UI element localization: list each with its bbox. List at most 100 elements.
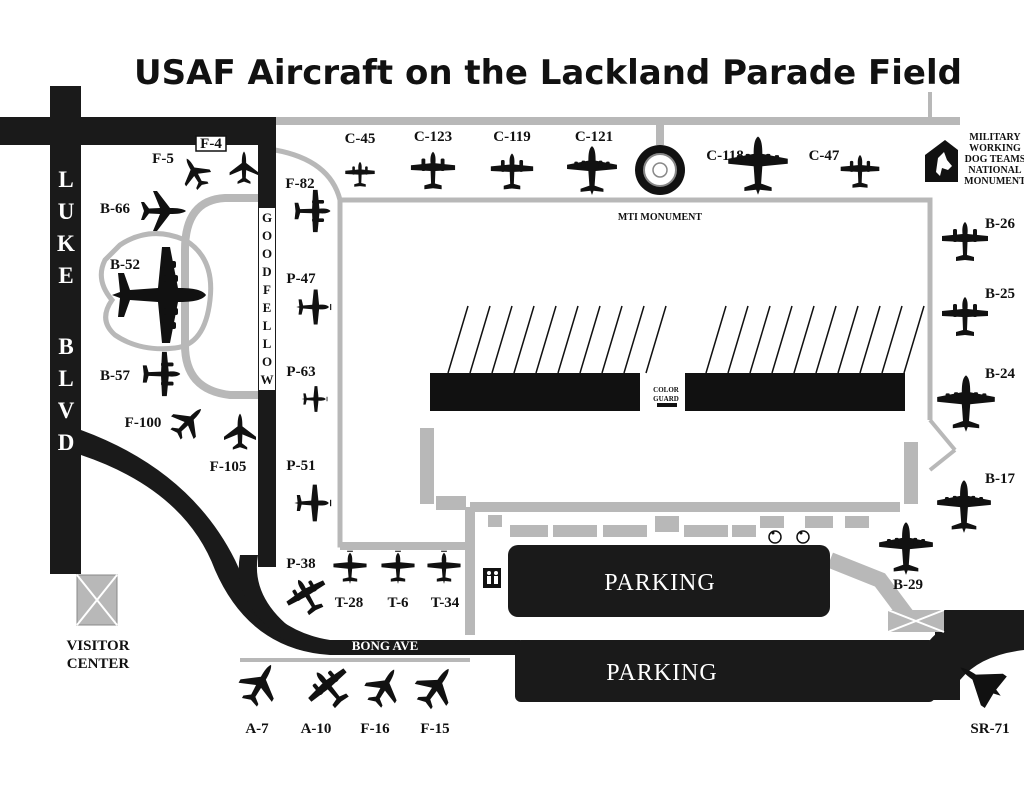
airplane-silhouette-icon — [301, 386, 328, 412]
b26-label: B-26 — [985, 216, 1016, 232]
f4-aircraft[interactable] — [229, 151, 259, 184]
airplane-silhouette-icon — [942, 297, 988, 336]
c123-label: C-123 — [414, 129, 452, 145]
dog-teams-label-1: MILITARY — [969, 132, 1021, 143]
airplane-silhouette-icon — [229, 151, 259, 184]
a10-label: A-10 — [301, 721, 332, 737]
airplane-silhouette-icon — [174, 151, 216, 194]
airplane-silhouette-icon — [164, 397, 213, 446]
svg-text:V: V — [58, 398, 75, 423]
a7-aircraft[interactable]: A-7 — [232, 655, 288, 737]
t6-label: T-6 — [387, 595, 409, 611]
airplane-silhouette-icon — [232, 655, 288, 712]
t6-aircraft[interactable]: T-6 — [381, 550, 415, 611]
p63-aircraft[interactable]: P-63 — [286, 364, 328, 412]
bleachers — [420, 428, 918, 537]
f5-aircraft[interactable]: F-5 — [152, 151, 216, 194]
airplane-silhouette-icon — [567, 146, 617, 195]
b29-aircraft[interactable]: B-29 — [879, 522, 933, 593]
airplane-silhouette-icon — [410, 151, 456, 190]
parking-label-bottom: PARKING — [606, 660, 717, 686]
svg-text:D: D — [58, 430, 75, 455]
svg-text:E: E — [263, 300, 272, 315]
airplane-silhouette-icon — [408, 657, 465, 716]
f105-aircraft[interactable]: F-105 — [210, 413, 256, 475]
c45-aircraft[interactable]: C-45 — [345, 131, 376, 187]
b66-label: B-66 — [100, 201, 131, 217]
svg-text:O: O — [262, 228, 272, 243]
a10-aircraft[interactable]: A-10 — [299, 657, 360, 737]
b52-aircraft[interactable]: B-52 — [110, 247, 206, 343]
b24-aircraft[interactable]: B-24 — [937, 366, 1016, 432]
b29-label: B-29 — [893, 577, 923, 593]
svg-text:F: F — [263, 282, 271, 297]
visitor-center[interactable]: VISITOR CENTER — [66, 574, 130, 672]
b25-aircraft[interactable]: B-25 — [942, 286, 1015, 336]
svg-text:U: U — [58, 199, 75, 224]
svg-text:B: B — [58, 334, 73, 359]
airplane-silhouette-icon — [142, 351, 181, 397]
c118-aircraft[interactable]: C-118 — [706, 136, 788, 195]
f16-aircraft[interactable]: F-16 — [359, 660, 410, 737]
f4-label-box — [195, 135, 227, 152]
airplane-silhouette-icon — [942, 222, 988, 261]
c119-label: C-119 — [493, 129, 531, 145]
airplane-silhouette-icon — [296, 289, 332, 325]
b29-shelter — [887, 609, 945, 633]
guidon-lines — [447, 305, 925, 374]
airplane-silhouette-icon — [294, 484, 332, 522]
dog-teams-monument[interactable]: MILITARY WORKING DOG TEAMS NATIONAL MONU… — [925, 132, 1024, 187]
b57-aircraft[interactable]: B-57 — [100, 351, 181, 397]
airplane-silhouette-icon — [279, 569, 335, 622]
p38-aircraft[interactable]: P-38 — [279, 556, 335, 622]
sr71-aircraft[interactable]: SR-71 — [949, 651, 1012, 737]
f15-aircraft[interactable]: F-15 — [408, 657, 465, 737]
mti-monument-label: MTI MONUMENT — [618, 212, 702, 223]
c123-aircraft[interactable]: C-123 — [410, 129, 456, 190]
f16-label: F-16 — [360, 721, 390, 737]
t34-label: T-34 — [431, 595, 460, 611]
t34-aircraft[interactable]: T-34 — [427, 550, 461, 611]
c47-label: C-47 — [809, 148, 840, 164]
c121-label: C-121 — [575, 129, 613, 145]
p63-label: P-63 — [286, 364, 315, 380]
b52-label: B-52 — [110, 257, 140, 273]
dog-head-icon — [936, 152, 952, 176]
svg-text:D: D — [262, 264, 271, 279]
airplane-silhouette-icon — [345, 161, 375, 187]
troop-formations — [430, 373, 905, 411]
b26-aircraft[interactable]: B-26 — [942, 216, 1016, 261]
f82-label: F-82 — [285, 176, 314, 192]
c121-aircraft[interactable]: C-121 — [567, 129, 617, 195]
color-guard-label-1: COLOR — [653, 386, 680, 394]
monument-seal-icon — [643, 153, 677, 187]
svg-text:O: O — [262, 246, 272, 261]
airplane-silhouette-icon — [427, 550, 461, 584]
svg-text:L: L — [58, 366, 73, 391]
b66-aircraft[interactable]: B-66 — [100, 191, 186, 231]
svg-text:E: E — [58, 263, 73, 288]
b24-label: B-24 — [985, 366, 1016, 382]
airplane-silhouette-icon — [937, 375, 995, 432]
f82-aircraft[interactable]: F-82 — [285, 176, 331, 233]
b17-label: B-17 — [985, 471, 1016, 487]
f105-label: F-105 — [210, 459, 247, 475]
c47-aircraft[interactable]: C-47 — [809, 148, 880, 188]
visitor-center-label-2: CENTER — [67, 656, 130, 672]
c119-aircraft[interactable]: C-119 — [490, 129, 534, 190]
p51-aircraft[interactable]: P-51 — [286, 458, 332, 522]
airplane-silhouette-icon — [728, 136, 788, 195]
t28-label: T-28 — [335, 595, 364, 611]
p47-aircraft[interactable]: P-47 — [286, 271, 332, 325]
dog-teams-label-5: MONUMENT — [964, 176, 1024, 187]
a7-label: A-7 — [245, 721, 269, 737]
p38-label: P-38 — [286, 556, 315, 572]
t28-aircraft[interactable]: T-28 — [333, 550, 367, 611]
b17-aircraft[interactable]: B-17 — [937, 471, 1016, 533]
airplane-silhouette-icon — [224, 413, 256, 450]
visitor-center-label-1: VISITOR — [66, 638, 129, 654]
mti-monument[interactable]: MTI MONUMENT — [618, 145, 702, 223]
parking-label-top: PARKING — [604, 570, 715, 596]
f100-aircraft[interactable]: F-100 — [125, 397, 213, 446]
color-guard-label-2: GUARD — [653, 395, 679, 403]
